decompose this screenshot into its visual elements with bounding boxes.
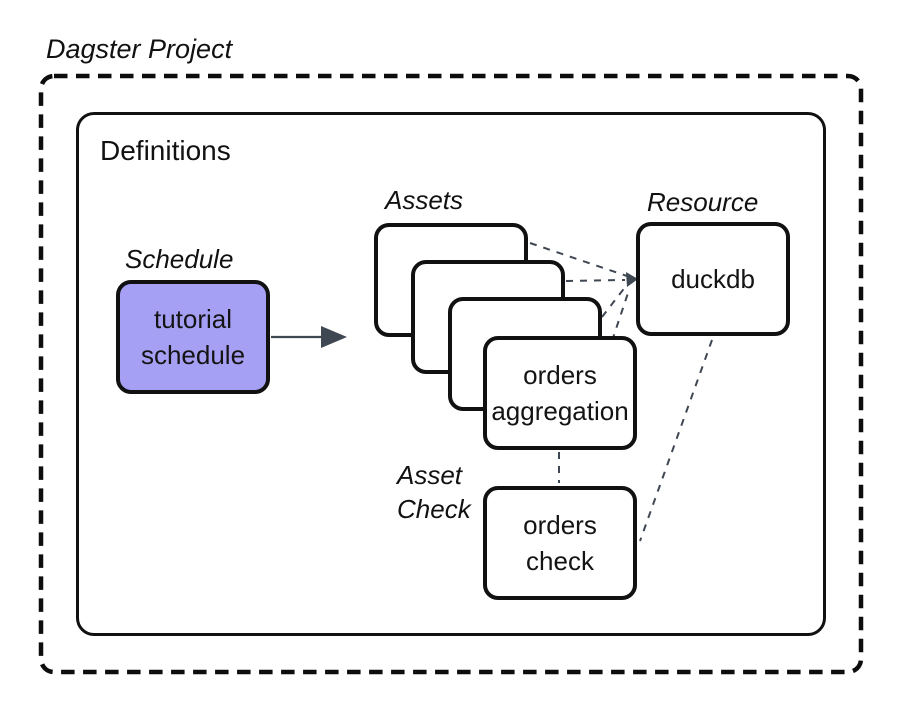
orders-check-node: orders check [483,486,637,600]
duckdb-node-text: duckdb [671,264,755,294]
orders-aggregation-node: orders aggregation [483,336,637,450]
asset-check-label: Asset Check [397,458,471,526]
diagram-title: Dagster Project [46,34,233,64]
orders-check-node-text: orders check [523,507,597,579]
definitions-label: Definitions [100,135,231,166]
tutorial-schedule-node-text: tutorial schedule [141,301,245,373]
orders-aggregation-line1: orders [523,360,597,390]
tutorial-schedule-line1: tutorial [153,304,233,334]
duckdb-node: duckdb [636,222,790,336]
tutorial-schedule-node: tutorial schedule [116,280,270,394]
tutorial-schedule-line2: schedule [140,340,246,370]
asset-check-label-line2: Check [397,494,471,524]
asset-check-label-line1: Asset [397,460,463,490]
orders-aggregation-line2: aggregation [491,396,629,426]
assets-label: Assets [385,185,464,215]
orders-check-line2: check [526,546,594,576]
schedule-label: Schedule [125,244,234,274]
resource-label: Resource [647,187,759,217]
orders-check-line1: orders [523,510,597,540]
orders-aggregation-node-text: orders aggregation [491,357,628,429]
